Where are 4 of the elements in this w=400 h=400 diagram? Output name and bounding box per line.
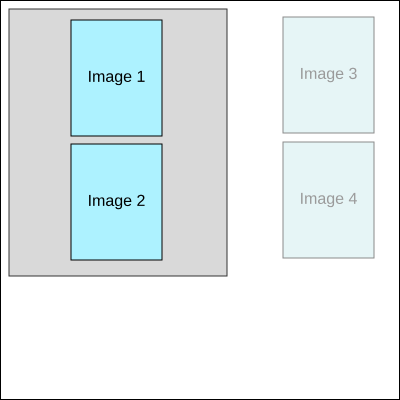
image-box: Image 1 (70, 20, 162, 136)
image-box: Image 3 (282, 16, 374, 134)
image-box: Image 4 (282, 142, 374, 258)
image-box: Image 2 (70, 144, 162, 260)
